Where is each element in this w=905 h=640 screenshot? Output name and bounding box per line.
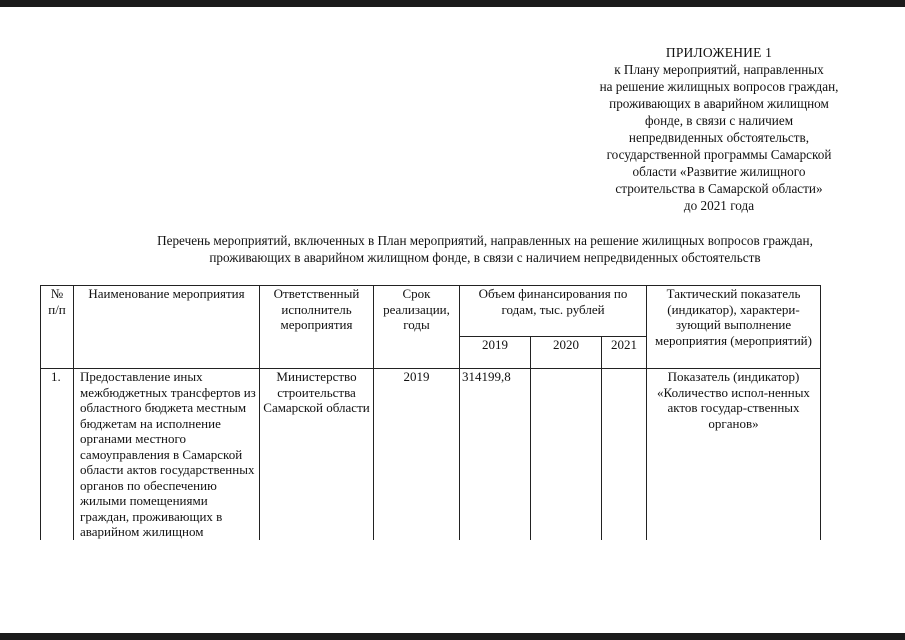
row-name: Предоставление иных межбюджетных трансфе… [73, 368, 260, 540]
appendix-line: строительства в Самарской области» [615, 181, 823, 196]
measures-table: № п/п Наименование мероприятия Ответстве… [40, 285, 821, 540]
header-year-2021: 2021 [601, 336, 647, 369]
appendix-line: области «Развитие жилищного [632, 164, 806, 179]
appendix-line: к Плану мероприятий, направленных [614, 62, 824, 77]
appendix-line: непредвиденных обстоятельств, [628, 130, 810, 145]
list-title-line: проживающих в аварийном жилищном фонде, … [209, 250, 761, 265]
appendix-header: ПРИЛОЖЕНИЕ 1 к Плану мероприятий, направ… [560, 44, 878, 214]
row-term: 2019 [373, 368, 460, 540]
appendix-line: государственной программы Самарской [606, 147, 832, 162]
row-num: 1. [40, 368, 74, 540]
header-num: № п/п [40, 285, 74, 369]
row-amount-2021 [601, 368, 647, 540]
row-amount-2019: 314199,8 [459, 368, 531, 540]
row-indicator: Показатель (индикатор) «Количество испол… [646, 368, 821, 540]
appendix-line: до 2021 года [683, 198, 755, 213]
appendix-line: фонде, в связи с наличием [644, 113, 794, 128]
appendix-line: на решение жилищных вопросов граждан, [599, 79, 839, 94]
row-amount-2020 [530, 368, 602, 540]
table-row: 1. Предоставление иных межбюджетных тран… [40, 368, 821, 540]
appendix-title: ПРИЛОЖЕНИЕ 1 [665, 45, 773, 60]
header-indicator: Тактический показатель (индикатор), хара… [646, 285, 821, 369]
list-title-line: Перечень мероприятий, включенных в План … [157, 233, 813, 248]
header-year-2019: 2019 [459, 336, 531, 369]
appendix-line: проживающих в аварийном жилищном [609, 96, 829, 111]
header-name: Наименование мероприятия [73, 285, 260, 369]
header-funding: Объем финансирования по годам, тыс. рубл… [459, 285, 647, 337]
header-year-2020: 2020 [530, 336, 602, 369]
header-term: Срок реализации, годы [373, 285, 460, 369]
row-responsible: Министерство строительства Самарской обл… [259, 368, 374, 540]
bottom-border-bar [0, 633, 905, 640]
top-border-bar [0, 0, 905, 7]
header-responsible: Ответственный исполнитель мероприятия [259, 285, 374, 369]
list-title: Перечень мероприятий, включенных в План … [60, 232, 905, 266]
